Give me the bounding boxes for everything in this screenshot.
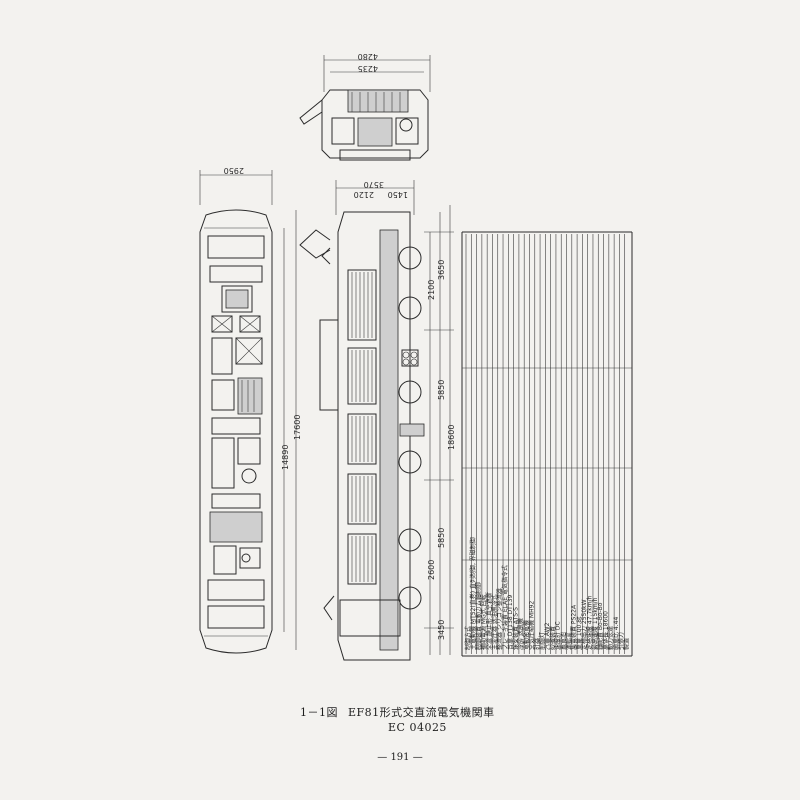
dim-plan-length-inner: 14890 [281,445,290,470]
spec-row-text: 前照灯 [538,632,546,650]
dim-plan-width: 2950 [224,166,244,175]
spec-row-text: 砂撒装置 [548,626,556,650]
end-view: 4280 4235 [299,52,431,161]
spec-row-text: 車体長 18600 [601,611,609,650]
dim-side-top-3: 1450 [388,190,408,199]
spec-row-text: 最高速度 115km/h [591,597,599,650]
spec-row-text: 集電装置 PS22A [570,604,578,650]
spec-row-text: 引張力 [617,632,625,650]
spec-row-text: 補助電源 MG式 回転 [480,594,488,650]
figure-code: EC 04025 [388,721,447,734]
spec-row-text: 台車 DT138 DT139 [506,595,514,650]
spec-row-text: 制御装置 電動カム軸制御 [474,582,482,650]
spec-row-text: 交流 静止形 真空遮断 [485,592,493,650]
spec-row-text: 動力伝達 [607,626,615,650]
spec-row-lines [465,234,626,654]
figure-number: 1－1図 [300,706,338,719]
trucks [398,246,425,610]
dim-total-length: 18600 [447,425,456,450]
spec-row-text: 主変圧器 送油風冷式 [490,594,498,650]
side-louvers [347,269,377,585]
spec-row-text: 電動発電機 [522,620,530,650]
figure-caption: 1－1図 EF81形式交直流電気機関車 EC 04025 [300,705,560,735]
spec-row-text: 定格出力 2550kW [580,599,588,650]
spec-row-text: 整流器 シリコン整流器 [496,588,504,650]
locomotive-drawing: 4280 4235 2950 17600 14890 [199,52,633,661]
dim-end-width-inner: 4235 [358,64,378,73]
spec-row-text: 定格速度 47.7km/h [585,595,593,650]
spec-row-text: 重量 100.8t [575,616,583,650]
spec-row-text: 運転室 [564,632,572,650]
dim-side-top-2: 2120 [354,190,374,199]
plan-view: 2950 17600 14890 [199,166,302,654]
dim-truck-base-2: 5850 [437,380,446,400]
spec-row-text: 冷房 送風機 [517,618,525,650]
spec-row-text: ブレーキ装置 ELAE 電気指令式 [501,565,509,650]
spec-row-text: 汽笛 AW2 [543,622,551,650]
spec-row-text: 製造 [623,638,631,650]
dim-axle-2: 2600 [427,560,436,580]
spec-row-text: 速度計 DC [554,621,562,650]
dim-truck-base-3: 5850 [437,528,446,548]
dim-plan-length-outer: 17600 [293,415,302,440]
spec-row-text: 主電動機 MT52(直巻) 直列制御, 界磁制御 [469,537,477,650]
page-number: — 191 — [377,752,423,763]
figure-title: EF81形式交直流電気機関車 [348,706,495,719]
spec-row-text: 歯車比 4.44 [612,617,620,650]
spec-row-text: 蓄電池 [559,632,567,650]
dim-axle-1: 2100 [427,280,436,300]
spec-row-text: 空気圧縮機 MH92 [527,601,535,650]
spec-row-text: 軸配置 Bo-Bo-Bo [596,602,604,650]
spec-row-text: 計器 [533,638,541,650]
dim-truck-base-4: 3450 [437,620,446,640]
side-view: 3570 2120 1450 [299,180,456,661]
spec-row-text: 保安装置 ATS-S [511,607,519,650]
dim-side-top-1: 3570 [364,180,384,189]
spec-row-text: 制御方式 [464,626,472,650]
dim-end-width-outer: 4280 [358,52,378,61]
dim-truck-base-1: 3650 [437,260,446,280]
